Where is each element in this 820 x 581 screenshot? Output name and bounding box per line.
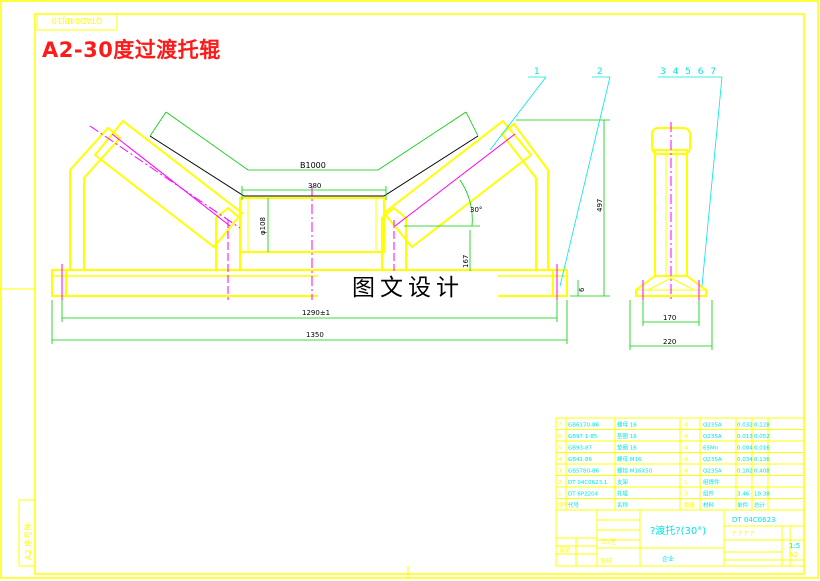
balloon-1: 1 (534, 67, 540, 77)
bom-header-w1: 单件 (737, 501, 749, 509)
dim-roll-dia: φ108 (259, 217, 267, 235)
title-block-marks: ? ? ? ? (732, 530, 754, 538)
bom-cell-name: 支架 (617, 478, 629, 486)
title-block (555, 509, 805, 567)
title-block-left-label: 设计 (559, 546, 571, 554)
title-block-name: ?渡托?(30°) (650, 524, 706, 537)
bom-cell-no: 3 (558, 469, 562, 475)
bom-cell-code: GB6170-86 (568, 423, 600, 429)
drawing-title: A2-30度过渡托辊 (42, 38, 221, 62)
bom-cell-qty: 4 (684, 423, 688, 429)
bom-cell-w2: 0.128 (754, 423, 770, 429)
dim-angle: 30° (470, 206, 482, 214)
code-box (36, 13, 118, 31)
dim-center-length: 380 (308, 182, 321, 190)
bom-header-code: 代号 (568, 501, 580, 509)
bom-cell-w1: 3.46 (737, 492, 750, 498)
bom-cell-code: DT 6P2204 (568, 492, 599, 498)
dim-height-497: 497 (596, 199, 604, 212)
bom-cell-qty: 4 (684, 446, 688, 452)
bom-cell-qty: 4 (684, 434, 688, 440)
bom-cell-code: GB97.1-85 (568, 434, 598, 440)
bom-cell-mat: 组焊件 (703, 478, 720, 486)
bom-cell-w1: 0.032 (737, 423, 753, 429)
bom-cell-w1: 0.034 (737, 457, 753, 463)
bom-cell-mat: 组件 (703, 490, 715, 498)
bom-header-name: 名称 (617, 501, 629, 509)
bom-cell-code: GB41-86 (568, 457, 593, 463)
leaders (489, 76, 723, 287)
bom-cell-no: 6 (558, 434, 562, 440)
bom-cell-no: 4 (558, 457, 562, 463)
bom-cell-name: 托辊 (617, 490, 629, 498)
bom-cell-mat: 65Mn (703, 446, 719, 452)
bom-cell-qty: 4 (684, 469, 688, 475)
title-block-company: 企业 (662, 555, 674, 563)
bom-cell-name: 螺栓 M16X50 (617, 467, 653, 475)
balloon-3-7: 3 4 5 6 7 (660, 67, 718, 77)
bom-cell-mat: Q235A (703, 469, 722, 475)
drawing-frame (34, 13, 805, 575)
left-wing-roller (93, 119, 244, 249)
belt-outline (149, 135, 479, 197)
bom-cell-qty: 4 (684, 457, 688, 463)
bom-cell-mat: Q235A (703, 423, 722, 429)
bom-cell-w2: 0.016 (754, 446, 770, 452)
code-box-text: QTAD04BJ10 (52, 16, 102, 25)
center-roller (239, 197, 385, 253)
bom-cell-qty: 1 (684, 480, 688, 486)
bom-cell-code: GB5780-86 (568, 469, 600, 475)
dim-height-6: 6 (578, 287, 586, 292)
bom-cell-w2: 0.052 (754, 434, 770, 440)
front-dimensions (51, 111, 610, 344)
bom-row-lines (556, 429, 804, 499)
watermark: 图文设计 (318, 271, 498, 305)
bom-cell-w2: 10.38 (754, 492, 770, 498)
bom-cell-w1: 0.004 (737, 446, 753, 452)
bom-cell-name: 垫圈 16 (617, 432, 637, 440)
dim-height-167: 167 (462, 255, 470, 268)
title-block-drawing-no: DT 04C0623 (732, 516, 776, 524)
bom-cell-w2: 0.136 (754, 457, 770, 463)
bom-cell-name: 螺母 16 (617, 421, 637, 429)
bom-cell-name: 螺母 M16 (617, 455, 642, 463)
bom-cell-code: GB93-87 (568, 446, 593, 452)
side-label: A2 序号件 (23, 523, 33, 560)
title-block-scale: 1:5 (789, 542, 800, 550)
bom-cell-name: 垫圈 16 (617, 444, 637, 452)
bom-cell-w1: 0.013 (737, 434, 753, 440)
dim-total-length: 1350 (306, 331, 324, 339)
bom-header-w2: 总计 (754, 501, 766, 509)
bom-cell-no: 2 (558, 480, 562, 486)
bom-header-qty: 数量 (684, 501, 696, 509)
side-label-box (18, 499, 36, 567)
title-block-designer: 工?艺 (601, 538, 616, 546)
bom-cell-mat: Q235A (703, 457, 722, 463)
bom-header-no: 序号 (558, 501, 570, 509)
bom-cell-w2: 0.408 (754, 469, 770, 475)
bom-cell-mat: Q235A (703, 434, 722, 440)
bom-header-mat: 材料 (703, 501, 715, 509)
balloon-2: 2 (597, 67, 603, 77)
bom-cell-no: 7 (558, 423, 562, 429)
right-wing-roller (382, 119, 533, 249)
bom-cell-no: 1 (558, 492, 562, 498)
bom-cell-code: DT 04C0623.1 (568, 480, 607, 486)
bom-cell-w1: 0.102 (737, 469, 753, 475)
title-block-sheet: A2 (789, 551, 798, 559)
title-block-bottom-label: 审核 (600, 557, 612, 565)
bom-cell-qty: 3 (684, 492, 688, 498)
dim-side-220: 220 (663, 338, 676, 346)
bom-cell-no: 5 (558, 446, 562, 452)
dim-bolt-spacing: 1290±1 (302, 309, 330, 317)
dim-side-170: 170 (663, 314, 676, 322)
dim-belt-width: B1000 (300, 161, 326, 170)
